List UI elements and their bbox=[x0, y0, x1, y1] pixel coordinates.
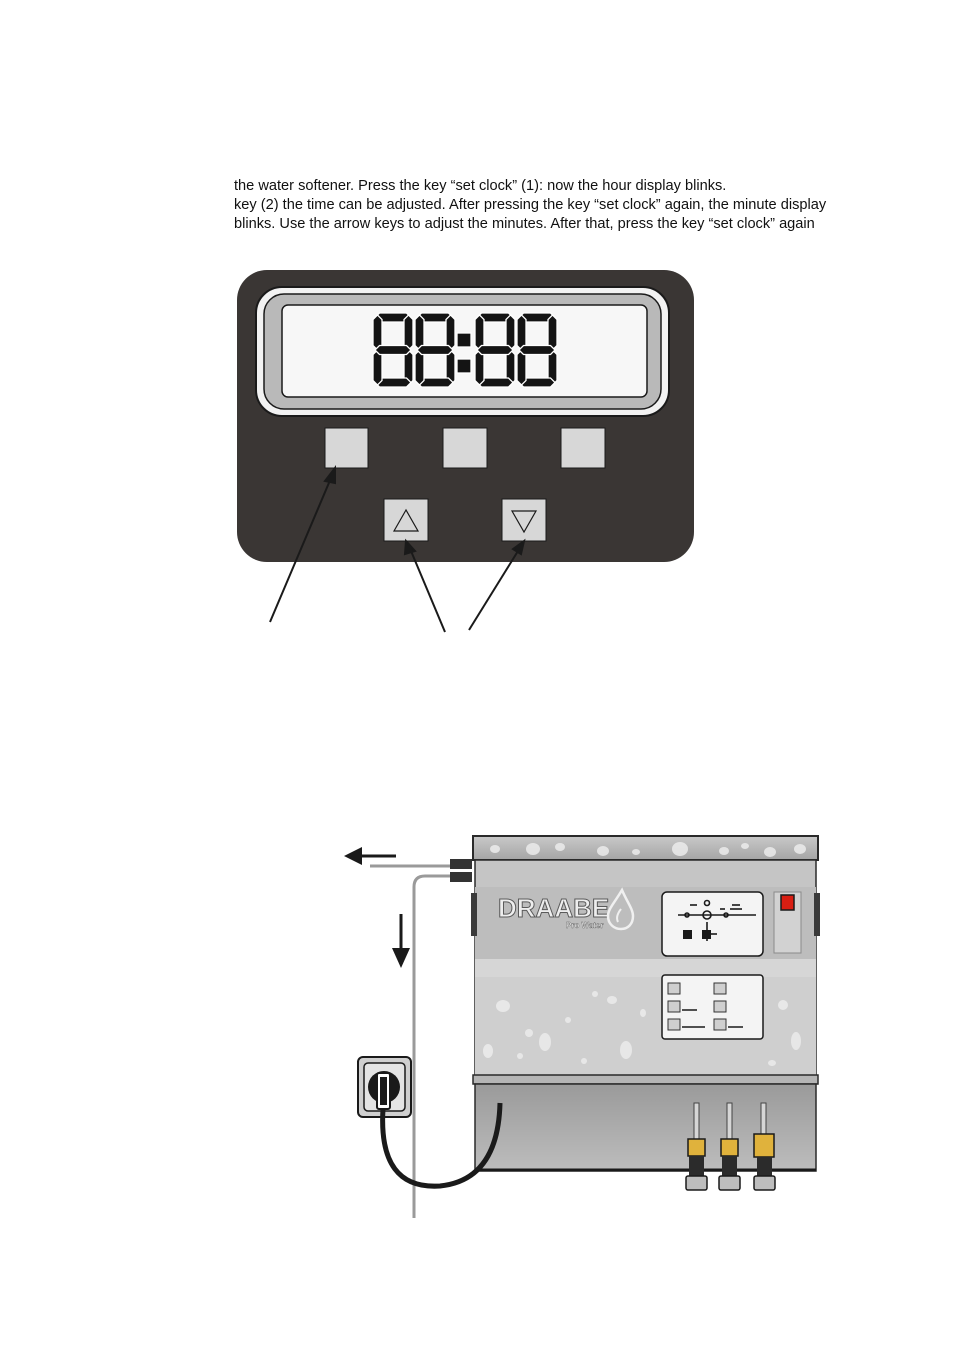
lcd-colon-dot bbox=[456, 332, 472, 348]
cabinet-mid-band bbox=[475, 959, 816, 977]
lcd-segment bbox=[414, 314, 425, 351]
down-arrow-icon bbox=[510, 510, 538, 534]
softener-lid bbox=[472, 835, 819, 861]
water-drop-icon bbox=[606, 887, 635, 931]
lcd-segment bbox=[445, 314, 456, 351]
brand-logo-subtext: Pro Water bbox=[566, 921, 604, 930]
water-connections bbox=[685, 1102, 776, 1191]
lcd-colon-dot bbox=[456, 358, 472, 374]
brand-logo: DRAABE Pro Water bbox=[498, 887, 635, 931]
lcd-segment bbox=[403, 314, 414, 351]
side-handle-left bbox=[471, 893, 477, 936]
lcd-segment bbox=[547, 314, 558, 351]
right-key[interactable] bbox=[560, 427, 606, 469]
lcd-digits bbox=[372, 312, 558, 388]
front-panel-band bbox=[475, 887, 816, 959]
lcd-display bbox=[281, 304, 648, 398]
softener-base bbox=[474, 1083, 817, 1172]
arrow-down-icon bbox=[392, 914, 410, 968]
softener-cabinet bbox=[474, 859, 817, 1076]
info-label-panel bbox=[661, 974, 764, 1040]
plug-icon bbox=[376, 1072, 391, 1110]
lcd-segment bbox=[516, 349, 527, 386]
lcd-segment bbox=[474, 314, 485, 351]
pointer-lines bbox=[269, 465, 526, 633]
lcd-segment bbox=[416, 344, 454, 356]
middle-key[interactable] bbox=[442, 427, 488, 469]
power-switch[interactable] bbox=[780, 894, 795, 911]
brand-logo-text: DRAABE bbox=[498, 893, 609, 923]
lcd-segment bbox=[505, 314, 516, 351]
lcd-segment bbox=[476, 344, 514, 356]
up-arrow-icon bbox=[392, 508, 420, 532]
lcd-segment bbox=[372, 314, 383, 351]
power-cable bbox=[380, 1102, 503, 1189]
cabinet-lower-panel bbox=[475, 977, 816, 1075]
info-label-lines bbox=[682, 1009, 743, 1028]
info-label-icons bbox=[667, 982, 727, 1031]
lcd-segment bbox=[474, 349, 485, 386]
switch-housing bbox=[773, 891, 802, 954]
instruction-paragraph: the water softener. Press the key “set c… bbox=[234, 177, 914, 235]
lcd-segment bbox=[518, 344, 556, 356]
controller-schematic bbox=[678, 899, 756, 941]
lcd-segment bbox=[374, 344, 412, 356]
water-droplets bbox=[483, 842, 806, 1066]
controller-button-2[interactable] bbox=[702, 930, 711, 939]
instruction-line-1: the water softener. Press the key “set c… bbox=[234, 178, 727, 194]
lcd-segment bbox=[516, 314, 527, 351]
overflow-hoses bbox=[370, 859, 472, 1218]
arrow-left-icon bbox=[344, 847, 396, 865]
down-arrow-key[interactable] bbox=[501, 498, 547, 542]
cabinet-ledge bbox=[472, 1074, 819, 1085]
up-arrow-key[interactable] bbox=[383, 498, 429, 542]
lcd-segment bbox=[414, 349, 425, 386]
instruction-line-2: key (2) the time can be adjusted. After … bbox=[234, 197, 827, 214]
side-handle-right bbox=[814, 893, 820, 936]
lcd-segment bbox=[372, 349, 383, 386]
set-clock-key[interactable] bbox=[324, 427, 369, 469]
instruction-line-3: blinks. Use the arrow keys to adjust the… bbox=[234, 216, 815, 233]
controller-screen bbox=[661, 891, 764, 957]
power-socket-icon bbox=[357, 1056, 412, 1118]
controller-button-1[interactable] bbox=[683, 930, 692, 939]
control-panel-figure bbox=[237, 270, 694, 633]
